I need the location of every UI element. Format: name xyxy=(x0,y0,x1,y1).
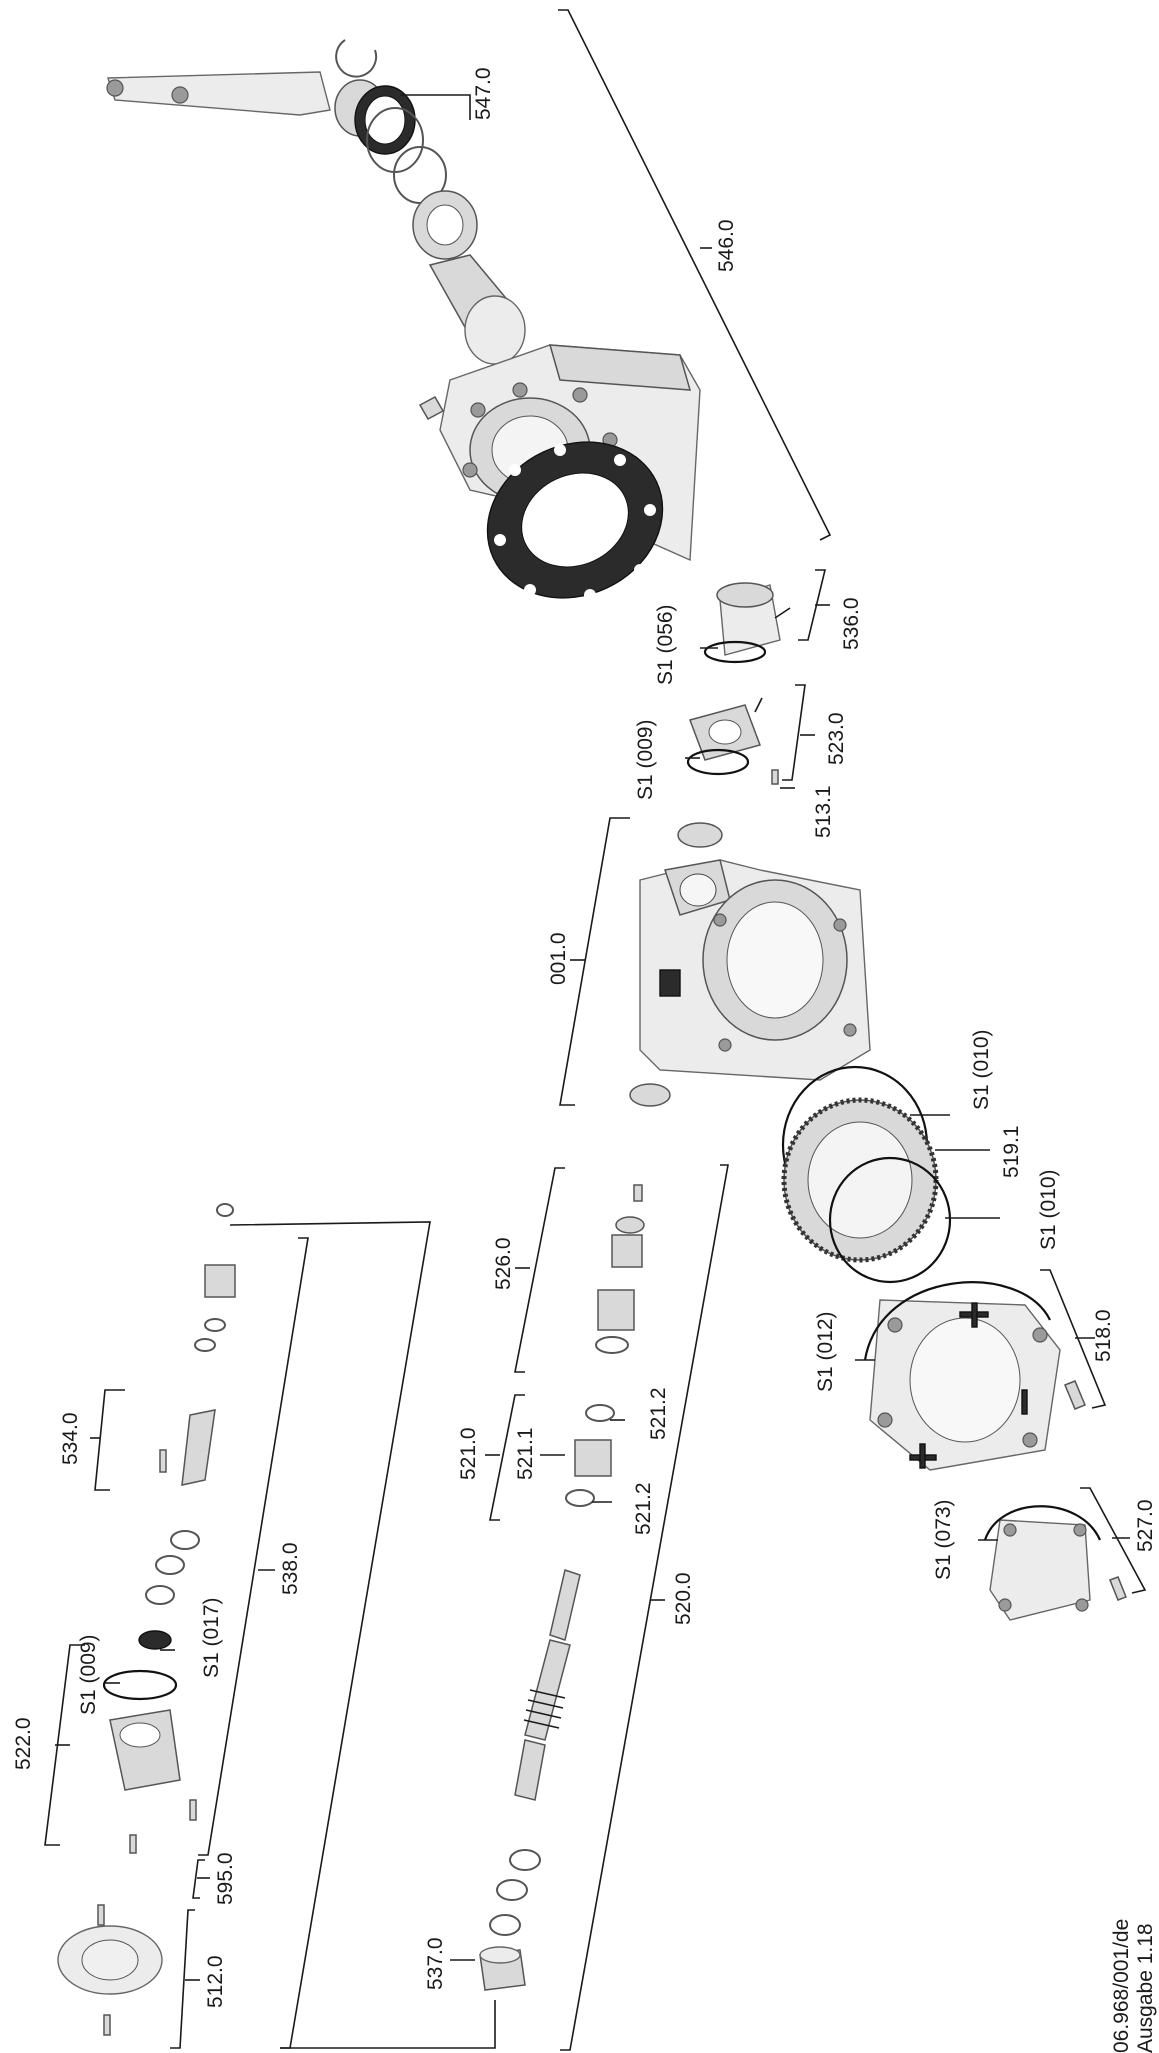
label-001-0: 001.0 xyxy=(547,932,570,985)
label-s1-012: S1 (012) xyxy=(814,1311,837,1392)
pin-part xyxy=(771,769,779,785)
label-s1-009-a: S1 (009) xyxy=(634,719,657,800)
label-521-2-a: 521.2 xyxy=(647,1387,670,1440)
flange-part xyxy=(686,697,763,776)
label-537-0: 537.0 xyxy=(424,1937,447,1990)
doc-number: 06.968/001/de xyxy=(1110,1919,1133,2053)
callout-labels: 547.0 546.0 536.0 S1 (056) 523.0 S1 (009… xyxy=(12,67,1157,2008)
bearing-stack-part xyxy=(595,1184,645,1354)
label-512-0: 512.0 xyxy=(204,1955,227,2008)
label-547-0: 547.0 xyxy=(472,67,495,120)
label-s1-009-b: S1 (009) xyxy=(77,1634,100,1715)
label-546-0: 546.0 xyxy=(715,219,738,272)
cover-plate-part xyxy=(863,1281,1086,1471)
shaft-pin-part xyxy=(159,1409,216,1486)
main-housing-part xyxy=(639,859,871,1081)
small-cover-part xyxy=(983,1505,1127,1621)
label-518-0: 518.0 xyxy=(1092,1309,1115,1362)
document-footer: 06.968/001/de Ausgabe 1.18 xyxy=(1110,1919,1157,2053)
coupling-group-part xyxy=(565,1404,615,1507)
label-526-0: 526.0 xyxy=(492,1237,515,1290)
label-522-0: 522.0 xyxy=(12,1717,35,1770)
lever-arm-part xyxy=(106,39,478,260)
flange-group-522-part xyxy=(102,1630,197,1854)
cover-cap-part xyxy=(703,582,791,664)
label-523-0: 523.0 xyxy=(825,712,848,765)
label-s1-017: S1 (017) xyxy=(200,1597,223,1678)
edition: Ausgabe 1.18 xyxy=(1134,1923,1157,2053)
label-s1-056: S1 (056) xyxy=(654,604,677,685)
label-536-0: 536.0 xyxy=(840,597,863,650)
rings-538-part xyxy=(145,1203,236,1605)
label-538-0: 538.0 xyxy=(279,1542,302,1595)
pinion-shaft-part xyxy=(428,254,526,365)
gasket-part xyxy=(486,441,664,601)
label-s1-073: S1 (073) xyxy=(932,1499,955,1580)
label-527-0: 527.0 xyxy=(1134,1499,1157,1552)
label-520-0: 520.0 xyxy=(672,1572,695,1625)
label-534-0: 534.0 xyxy=(59,1412,82,1465)
label-521-0: 521.0 xyxy=(457,1427,480,1480)
label-519-1: 519.1 xyxy=(1000,1125,1023,1178)
label-521-1: 521.1 xyxy=(514,1427,537,1480)
label-s1-010-b: S1 (010) xyxy=(1037,1169,1060,1250)
sleeve-group-part xyxy=(479,1849,541,1991)
label-s1-010-a: S1 (010) xyxy=(970,1029,993,1110)
label-595-0: 595.0 xyxy=(214,1852,237,1905)
label-513-1: 513.1 xyxy=(812,785,835,838)
worm-wheel-part xyxy=(781,1065,952,1284)
label-521-2-b: 521.2 xyxy=(632,1482,655,1535)
leader-lines xyxy=(44,9,1147,2051)
bushing-part xyxy=(677,822,723,848)
disc-512-part xyxy=(57,1904,163,2036)
bushing-part-2 xyxy=(629,1083,671,1107)
worm-shaft-part xyxy=(514,1569,581,1801)
